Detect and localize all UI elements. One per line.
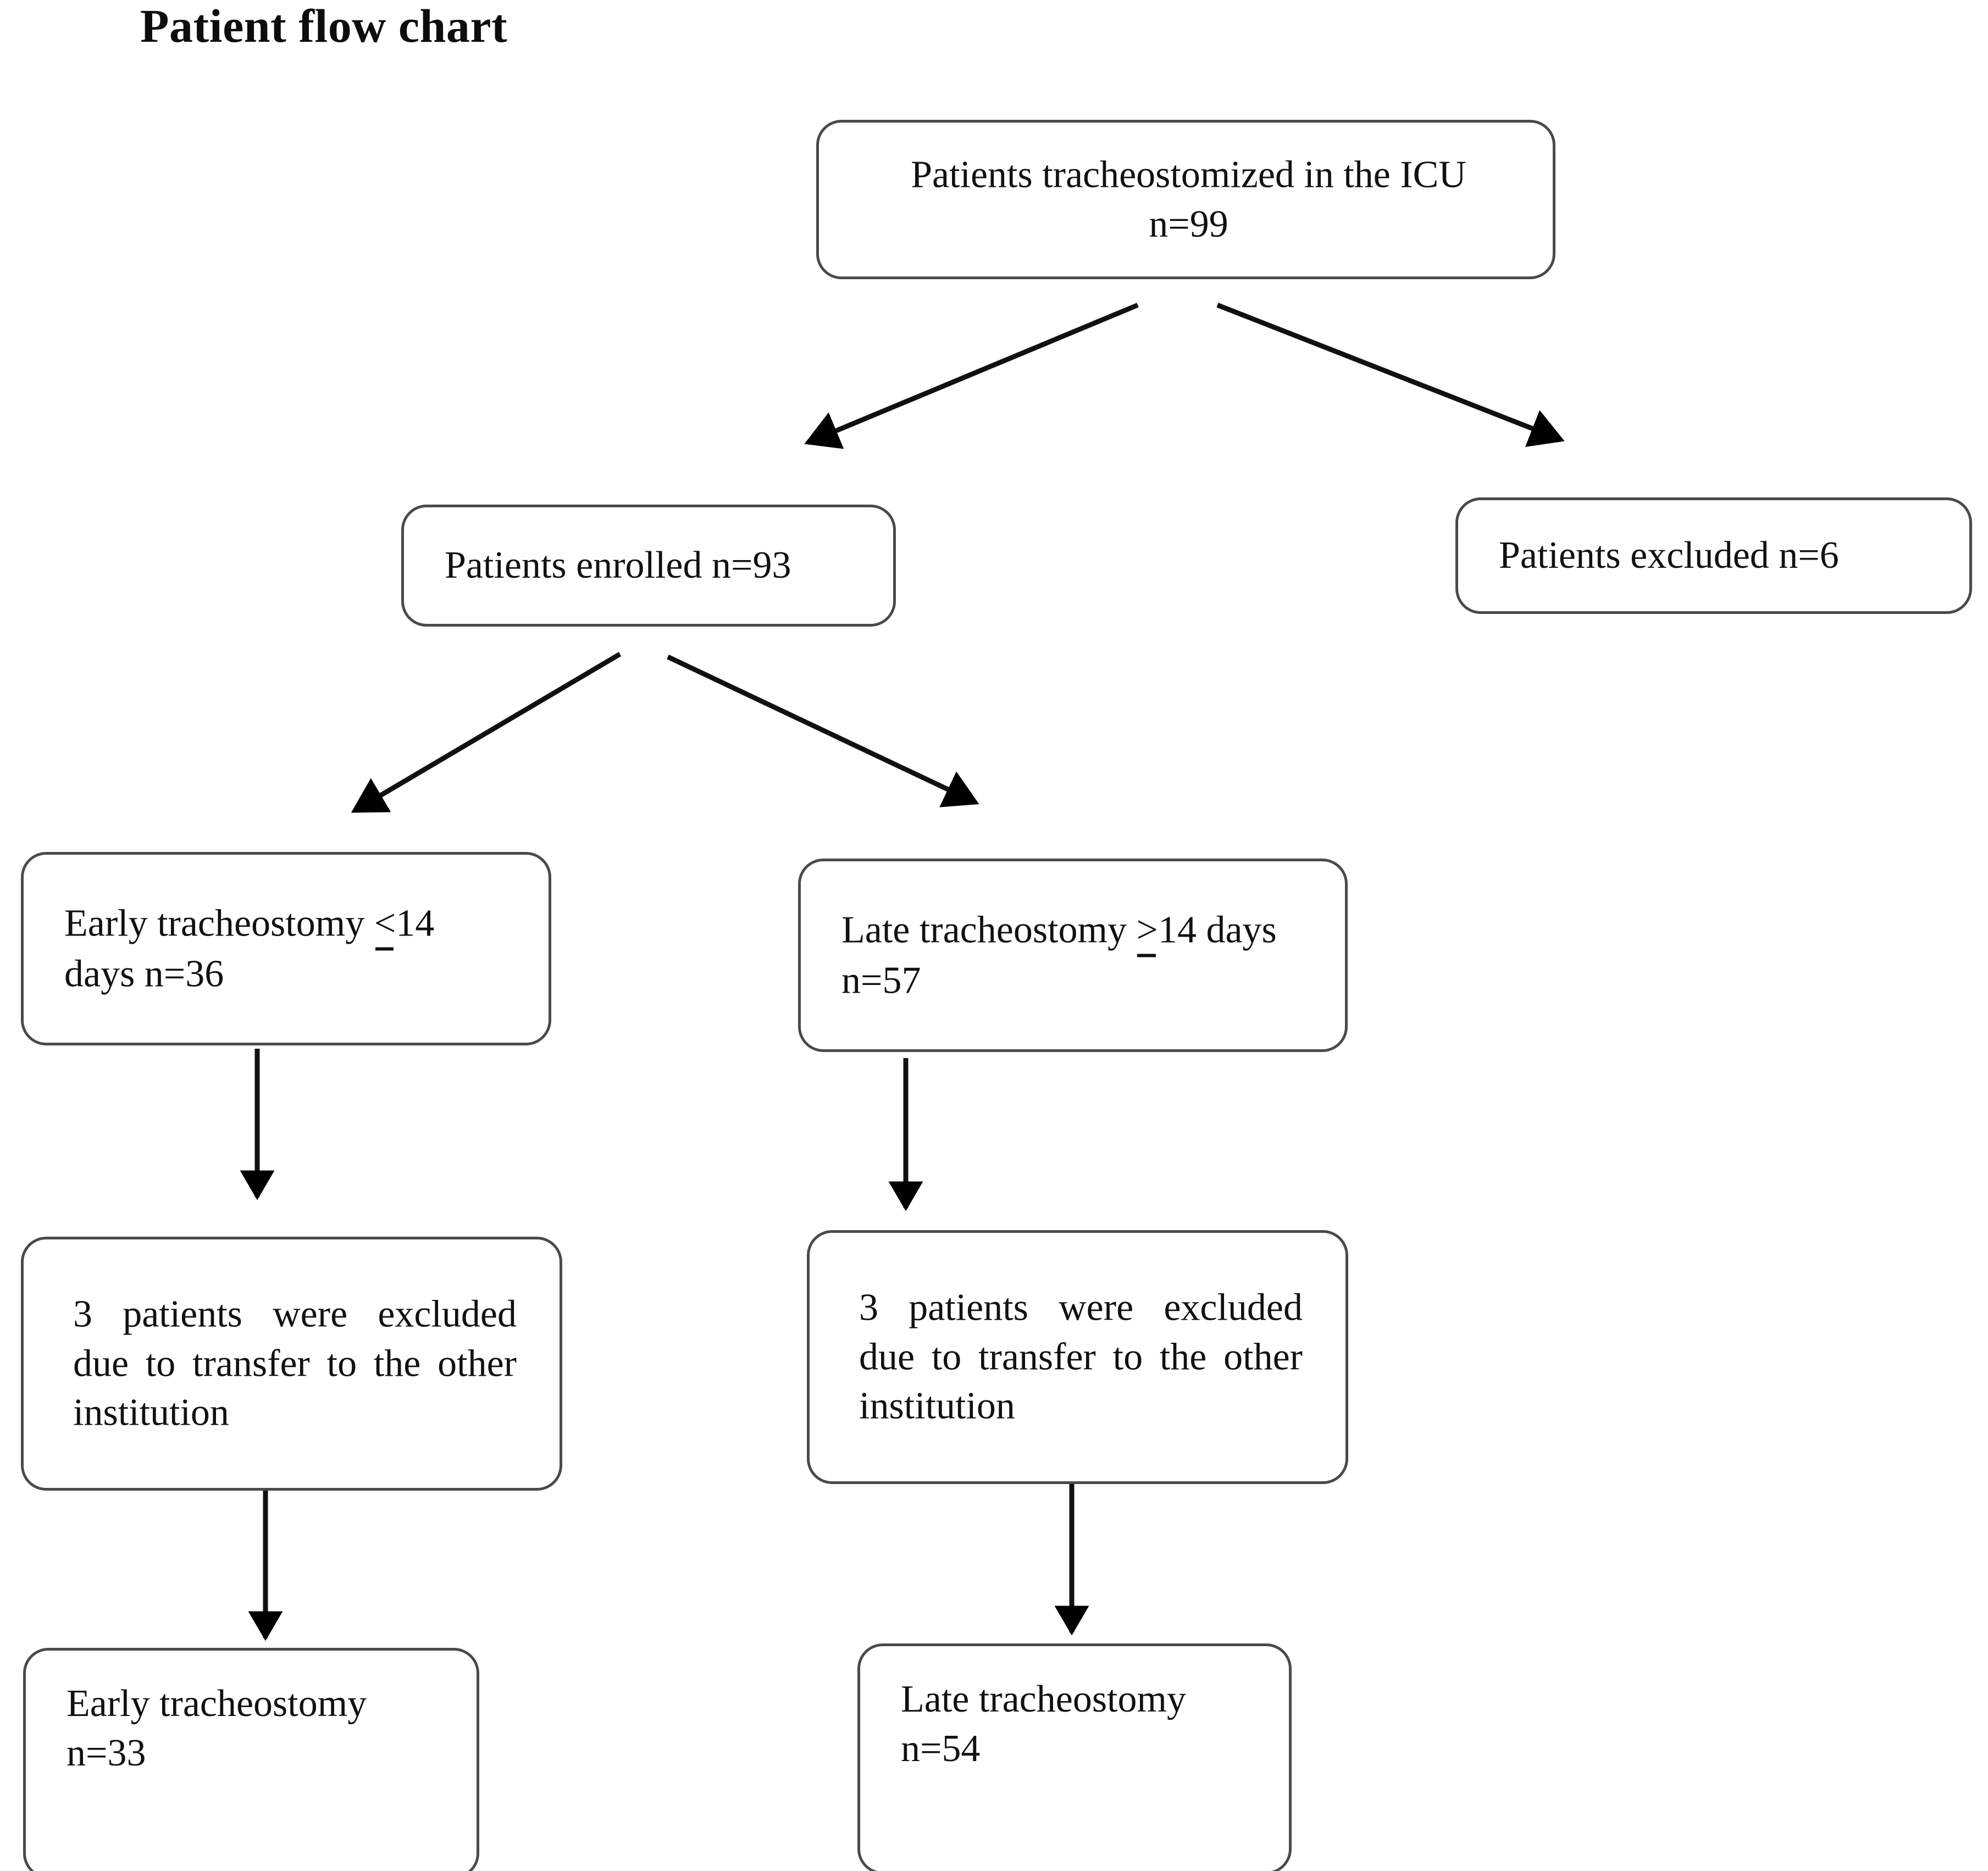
- node-text: Late tracheostomy >14 days n=57: [841, 905, 1310, 1005]
- node-text: Patients excluded n=6: [1499, 531, 1934, 580]
- node-text: 3 patients were excluded due to transfer…: [73, 1293, 517, 1434]
- node-line-1: Patients tracheostomized in the ICU: [911, 153, 1466, 196]
- node-text: 3 patients were excluded due to transfer…: [859, 1286, 1303, 1427]
- arrow-enrolled-to-late: [667, 654, 979, 807]
- node-line-1: Early tracheostomy: [67, 1682, 367, 1725]
- node-late-tracheostomy-final: Late tracheostomy n=54: [857, 1637, 1294, 1871]
- node-patients-enrolled: Patients enrolled n=93: [401, 499, 899, 627]
- node-text-prefix: Early tracheostomy: [64, 902, 374, 945]
- node-text-prefix: Late tracheostomy: [841, 909, 1137, 951]
- node-early-tracheostomy-final: Early tracheostomy n=33: [23, 1642, 482, 1871]
- node-early-tracheostomy-group: Early tracheostomy <14 days n=36: [21, 846, 554, 1045]
- node-text: Patients enrolled n=93: [445, 541, 858, 590]
- node-text: Early tracheostomy <14 days n=36: [64, 899, 513, 998]
- node-text: Late tracheostomy n=54: [901, 1675, 1254, 1773]
- node-line-2: n=33: [67, 1731, 146, 1774]
- node-text: Patients tracheostomized in the ICU n=99: [860, 150, 1518, 248]
- arrow-enrolled-to-early: [351, 652, 622, 813]
- node-line-1: Patients excluded n=6: [1499, 534, 1839, 577]
- node-late-excluded-transfer: 3 patients were excluded due to transfer…: [807, 1224, 1351, 1484]
- arrow-root-to-enrolled: [804, 302, 1139, 449]
- node-text-suffix: 14 days n=57: [841, 909, 1277, 1001]
- greater-than-or-equal-icon: >: [1136, 905, 1158, 957]
- node-line-1: Late tracheostomy: [901, 1678, 1186, 1720]
- node-patients-tracheostomized: Patients tracheostomized in the ICU n=99: [816, 114, 1558, 279]
- node-patients-excluded: Patients excluded n=6: [1455, 491, 1975, 614]
- node-line-1: Patients enrolled n=93: [445, 544, 791, 587]
- arrow-root-to-excluded: [1216, 302, 1565, 447]
- node-line-2: n=99: [1149, 203, 1228, 245]
- less-than-or-equal-icon: <: [374, 899, 396, 950]
- node-early-excluded-transfer: 3 patients were excluded due to transfer…: [21, 1231, 565, 1491]
- node-text-suffix: 14 days n=36: [64, 902, 435, 995]
- node-line-2: n=54: [901, 1727, 981, 1770]
- node-late-tracheostomy-group: Late tracheostomy >14 days n=57: [798, 853, 1350, 1052]
- node-text: Early tracheostomy n=33: [67, 1679, 441, 1778]
- page-title: Patient flow chart: [140, 0, 508, 52]
